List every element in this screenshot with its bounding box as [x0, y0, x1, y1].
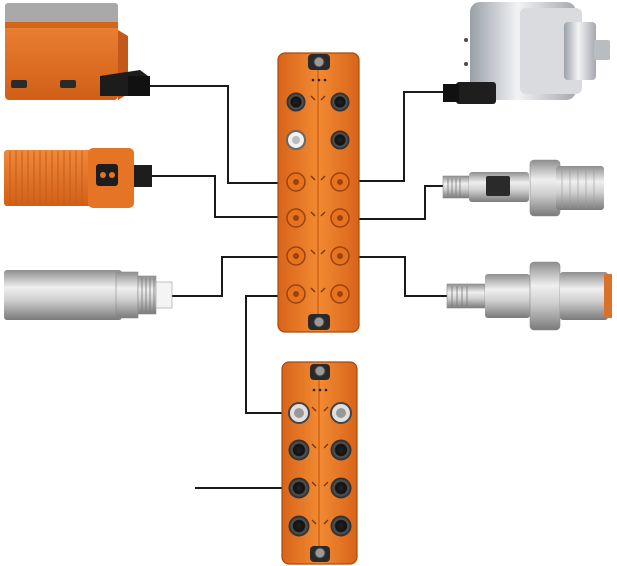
- rotary-encoder: [443, 2, 610, 104]
- optical-distance-sensor: [5, 3, 150, 100]
- inductive-sensor-right: [447, 262, 612, 330]
- line-led-sensor: [356, 186, 443, 219]
- line-distance-sensor: [148, 86, 282, 183]
- upper-io-module: [278, 53, 359, 332]
- inductive-sensor-left: [4, 270, 172, 320]
- lower-io-module: [282, 362, 357, 564]
- inductive-sensor-with-led: [443, 160, 604, 216]
- line-encoder: [356, 92, 443, 181]
- line-inductive-right: [356, 257, 447, 296]
- cylindrical-photoelectric-sensor: [4, 148, 152, 208]
- line-inductive-left: [172, 257, 282, 296]
